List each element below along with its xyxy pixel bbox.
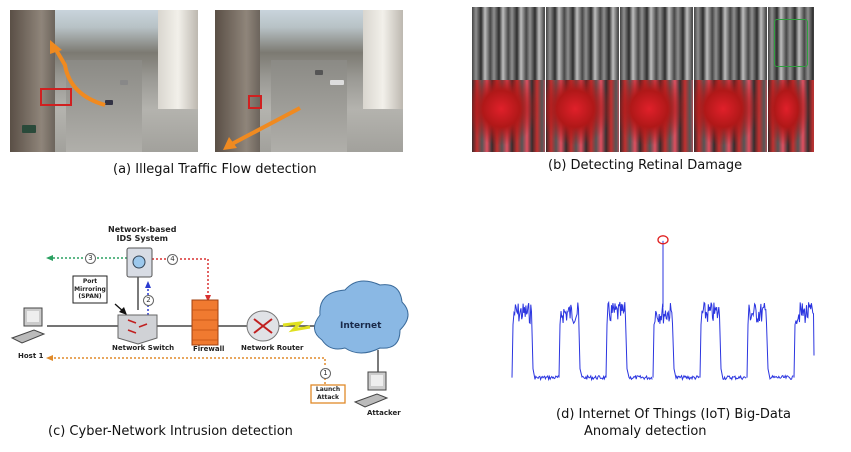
series-cycle-1 (511, 302, 560, 382)
retina-panel-5 (768, 7, 814, 152)
retina-panel-4 (694, 7, 767, 152)
host-label: Host 1 (18, 352, 44, 360)
internet-cloud-icon (314, 280, 409, 354)
attacker-label: Attacker (367, 409, 401, 417)
traffic-photo-2 (215, 10, 403, 152)
lightning-icon (282, 321, 311, 333)
router-label: Network Router (241, 344, 304, 352)
step-4: 4 (167, 254, 178, 265)
retina-panel-3 (620, 7, 693, 152)
series-cycle-5 (699, 301, 747, 381)
anomaly-marker (657, 235, 669, 245)
retina-panel-1 (472, 7, 545, 152)
step-3: 3 (85, 253, 96, 264)
iot-chart (511, 235, 815, 382)
port-mirroring-box (72, 275, 108, 304)
caption-d-line1: (d) Internet Of Things (IoT) Big-Data (556, 407, 791, 422)
series-cycle-4 (652, 303, 700, 382)
traffic-photo-1 (10, 10, 198, 152)
network-diagram (10, 247, 409, 408)
internet-label: Internet (340, 321, 382, 331)
network-switch-icon (117, 314, 158, 345)
router-icon (246, 310, 280, 342)
step-2: 2 (143, 295, 154, 306)
caption-d-line2: Anomaly detection (584, 424, 707, 439)
series-cycle-2 (558, 302, 607, 382)
flow-arrow (50, 40, 106, 107)
series-cycle-3 (605, 300, 653, 381)
launch-attack-box (310, 384, 346, 404)
caption-b: (b) Detecting Retinal Damage (548, 158, 743, 173)
ids-device-icon (126, 247, 153, 278)
attacker-computer-icon (353, 371, 389, 408)
retina-panel-2 (546, 7, 619, 152)
series-cycle-6 (746, 302, 794, 381)
flow-arrow (223, 106, 301, 150)
damage-box (774, 19, 808, 67)
caption-a: (a) Illegal Traffic Flow detection (113, 162, 317, 177)
host-computer-icon (10, 307, 46, 344)
anomaly-box (248, 95, 262, 109)
switch-label: Network Switch (112, 344, 175, 352)
caption-c: (c) Cyber-Network Intrusion detection (48, 424, 293, 439)
firewall-label: Firewall (193, 345, 225, 353)
anomaly-box (40, 88, 72, 106)
step-1: 1 (320, 368, 331, 379)
firewall-icon (191, 299, 219, 346)
series-cycle-7 (793, 302, 815, 378)
